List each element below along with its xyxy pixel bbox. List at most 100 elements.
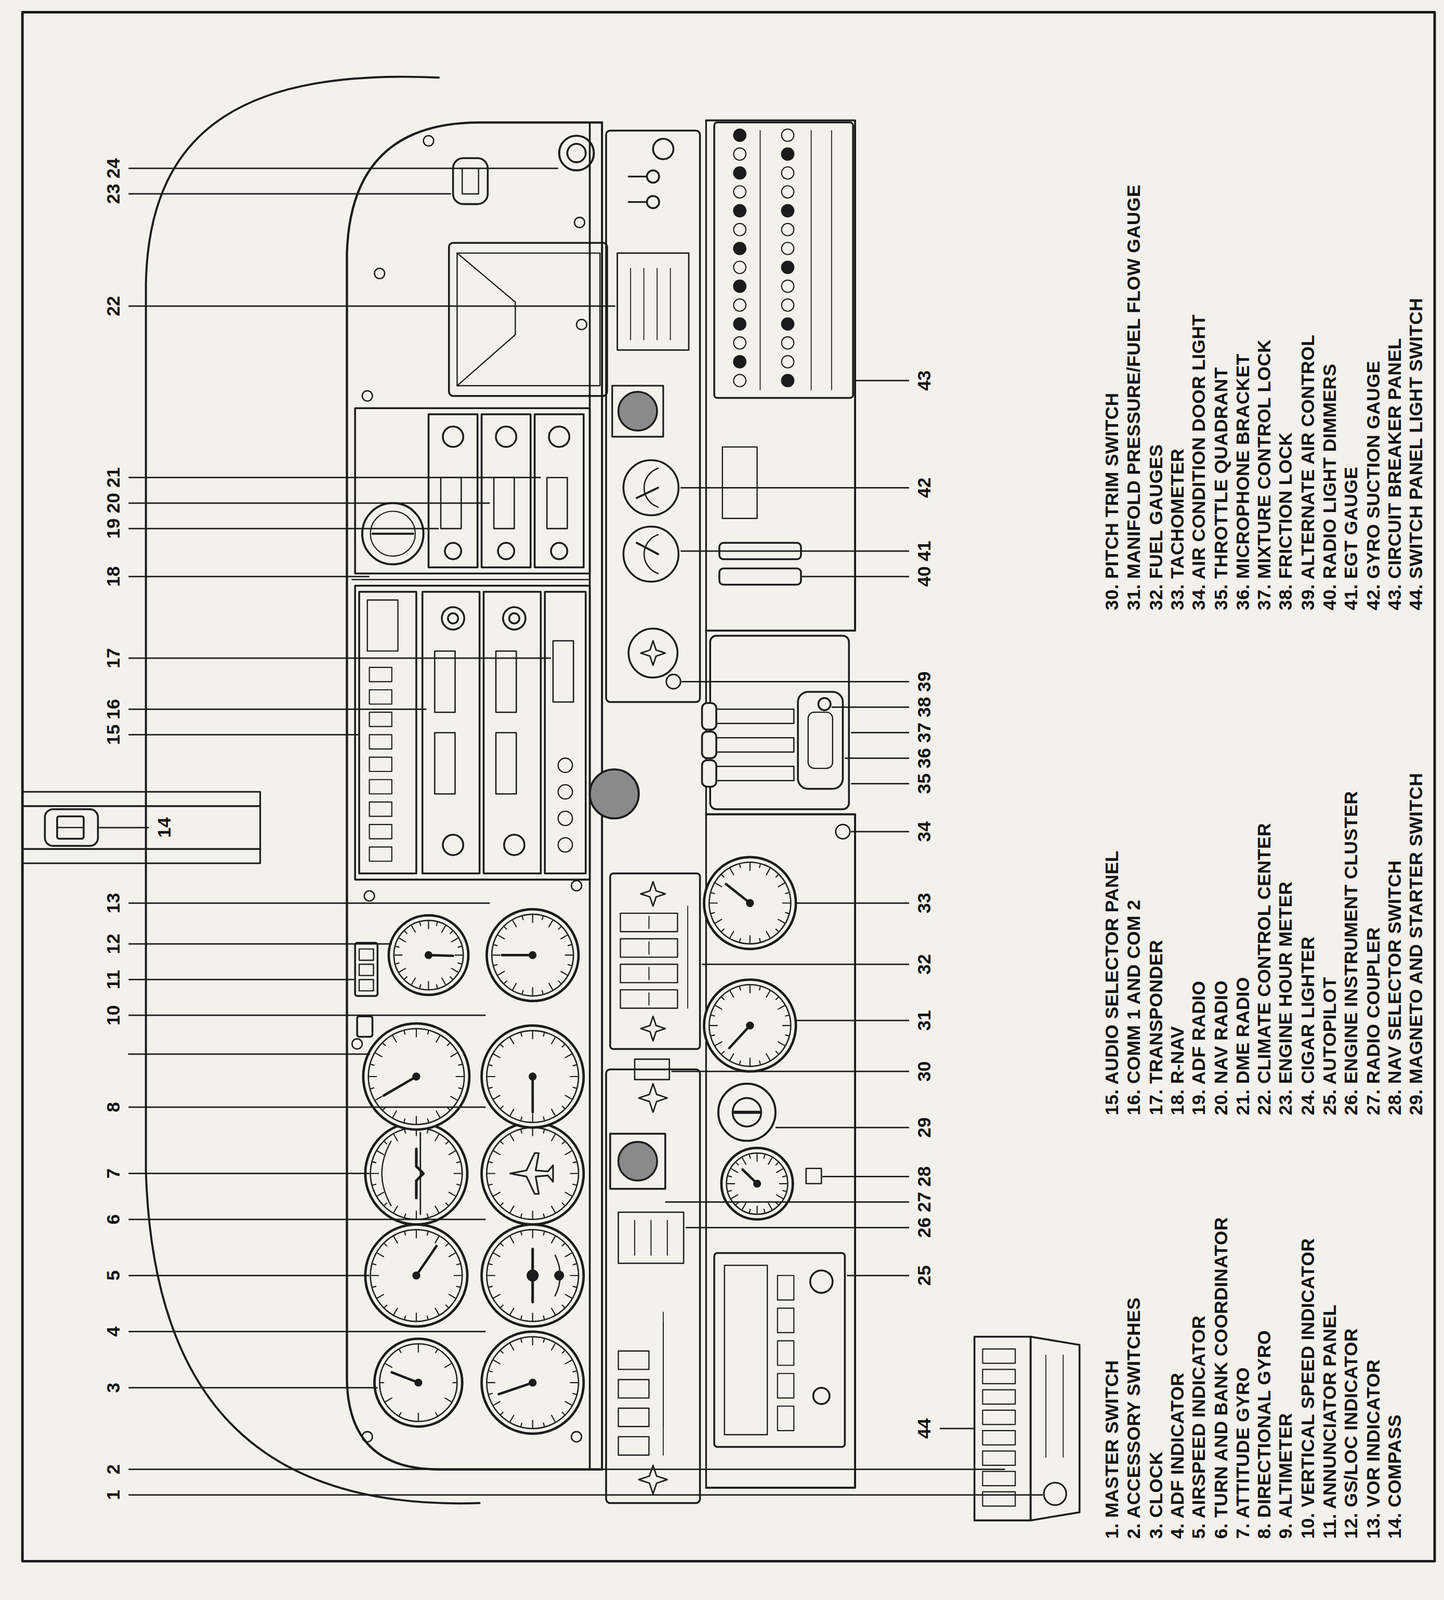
radio-knob <box>503 607 526 630</box>
coupler-button <box>618 1141 658 1181</box>
leader-line <box>128 575 370 578</box>
slip-ball <box>555 1271 564 1280</box>
dial-tick <box>722 997 725 1000</box>
dial-tick <box>384 1243 387 1246</box>
microphone-bracket <box>808 712 833 769</box>
instrument-dial <box>486 1030 579 1123</box>
dial-tick <box>399 1349 402 1353</box>
fuel-gauge <box>648 941 650 955</box>
dial-tick <box>404 1130 406 1134</box>
horizon-line <box>419 1132 422 1215</box>
leader-line <box>850 782 910 785</box>
dial-tick <box>776 874 779 877</box>
dial-tick <box>570 1075 578 1078</box>
dial-tick <box>493 1294 501 1298</box>
dial-tick <box>730 1053 734 1060</box>
fuel-gauge <box>648 916 650 929</box>
panel-screw <box>571 880 582 891</box>
placard-line <box>1062 1355 1065 1457</box>
dial-tick <box>766 931 770 938</box>
dial-tick <box>394 1205 398 1213</box>
dial-tick <box>489 1371 493 1373</box>
lower-panel <box>705 120 707 1488</box>
fuel-gauge <box>648 992 650 1006</box>
leader-line <box>128 1386 378 1389</box>
nav-radio <box>534 414 584 568</box>
callout-number: 32 <box>913 951 936 977</box>
legend-entry: 29. MAGNETO AND STARTER SWITCH <box>1406 770 1427 1118</box>
needle-hub <box>413 1073 420 1080</box>
leader-line <box>671 1070 910 1073</box>
callout-number: 37 <box>913 720 936 745</box>
dial-tick <box>394 1236 398 1243</box>
instrument-bezel <box>388 915 469 995</box>
dial-tick <box>394 1134 398 1141</box>
legend-entry: 31. MANIFOLD PRESSURE/FUEL FLOW GAUGE <box>1123 182 1145 613</box>
legend-entry: 39. ALTERNATE AIR CONTROL <box>1297 332 1318 613</box>
callout-number: 16 <box>101 697 125 722</box>
dial-tick <box>776 928 779 931</box>
dial-tick <box>501 1202 504 1205</box>
legend-entry: 33. TACHOMETER <box>1166 446 1188 613</box>
autopilot-button <box>777 1373 794 1398</box>
panel-screw <box>362 390 373 402</box>
dial-tick <box>377 1150 384 1155</box>
dial-tick <box>782 902 791 904</box>
leader-line <box>775 1126 910 1129</box>
leader-line <box>128 1218 486 1220</box>
dial-tick <box>742 1158 746 1165</box>
toggle-switch <box>628 201 647 203</box>
dial-tick <box>782 1025 791 1027</box>
climate-box <box>514 302 516 335</box>
dial-tick <box>377 1192 384 1197</box>
fuel-gauge <box>620 989 678 1008</box>
dial-tick <box>572 1371 576 1373</box>
dial-tick <box>501 1305 504 1308</box>
toggle-switch <box>647 170 660 183</box>
legend-entry: 12. GS/LOC INDICATOR <box>1341 1326 1362 1541</box>
dial-tick <box>435 1412 438 1416</box>
legend-entry: 6. TURN AND BANK COORDINATOR <box>1210 1214 1231 1541</box>
dial-tick <box>710 1025 718 1027</box>
dial-tick <box>759 987 761 991</box>
dial-tick <box>742 1202 746 1210</box>
dial-tick <box>489 1286 493 1288</box>
audio-button <box>369 846 392 861</box>
dial-tick <box>419 984 422 988</box>
dial-tick <box>449 1253 456 1257</box>
annunciator-light <box>359 979 374 991</box>
callout-number: 12 <box>101 931 125 956</box>
dial-tick <box>520 1033 522 1037</box>
panel-screw <box>351 1038 363 1049</box>
dial-tick <box>776 1169 783 1173</box>
autopilot-knob <box>810 1270 833 1293</box>
dial-tick <box>454 954 463 956</box>
radio-stack <box>355 408 590 574</box>
dial-tick <box>377 1253 384 1257</box>
switch-strip <box>606 1069 701 1503</box>
hour-meter <box>453 158 489 204</box>
dial-tick <box>565 1253 572 1257</box>
dial-tick <box>543 1423 545 1427</box>
callout-number: 28 <box>913 1164 936 1189</box>
circuit-breaker <box>733 223 746 236</box>
dial-tick <box>456 1161 461 1163</box>
leader-line <box>128 167 558 170</box>
instrument-bezel <box>481 1331 584 1434</box>
instrument-dial <box>394 920 464 990</box>
dial-tick <box>489 1393 493 1395</box>
dial-tick <box>494 944 498 947</box>
dial-tick <box>392 1110 397 1118</box>
dial-tick <box>565 1095 572 1099</box>
dial-tick <box>385 1363 392 1368</box>
dial-tick <box>493 1401 501 1406</box>
dial-tick <box>457 946 462 948</box>
radio-knob <box>495 426 517 448</box>
switch-panel-rocker <box>982 1471 1016 1486</box>
dial-tick <box>510 1308 515 1315</box>
legend-entry: 38. FRICTION LOCK <box>1276 430 1297 613</box>
dial-tick <box>782 1175 786 1177</box>
dial-tick <box>396 946 400 948</box>
radio-knob <box>497 542 515 559</box>
callout-number: 24 <box>101 155 125 181</box>
